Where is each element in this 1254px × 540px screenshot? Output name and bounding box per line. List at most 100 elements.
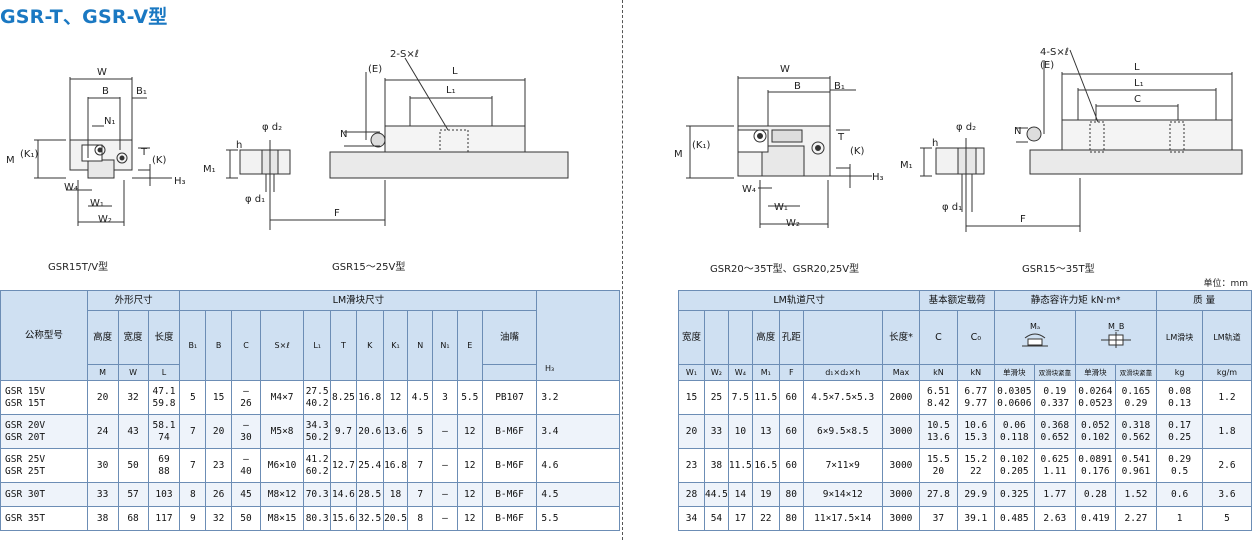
cell-m: 38 [86, 506, 119, 531]
cell-c0: 29.9 [956, 482, 996, 507]
cell-n: 8 [407, 506, 434, 531]
cell-rail: 3.6 [1201, 482, 1253, 507]
header-h3-block [536, 290, 620, 381]
cell-f-value: 60 [785, 425, 797, 437]
cell-c0-value: 29.9 [964, 488, 988, 500]
cell-c0-value: 9.77 [964, 397, 988, 409]
figure-labels: W B B₁ N₁ M (K₁) T (K) H₃ W₄ W₁ W₂ (E) L… [6, 47, 1144, 229]
cell-c0-value: 39.1 [964, 512, 988, 524]
cell-w2-value: 54 [710, 512, 723, 524]
cell-m: 24 [86, 414, 119, 449]
cell-rail: 2.6 [1201, 448, 1253, 483]
cell-d: 9×14×12 [802, 482, 883, 507]
cell-b-value: 26 [212, 488, 225, 500]
label-L1-4: L₁ [1134, 78, 1144, 89]
cell-k-value: 20.6 [358, 425, 382, 437]
cell-mb2-value: 0.318 [1121, 419, 1151, 431]
header-max: Max [881, 364, 921, 381]
moment-b-diagram [1101, 332, 1132, 348]
header-C: C [231, 310, 261, 381]
cell-w1: 23 [678, 448, 705, 483]
cell-f-value: 80 [785, 488, 797, 500]
cell-k: 20.6 [355, 414, 384, 449]
label-W4: W₄ [64, 182, 78, 193]
cell-c-value: 13.6 [926, 431, 950, 443]
block-dimensions-table: 公称型号 外形尺寸 LM滑块尺寸 高度 宽度 长度 B₁ B C S×ℓ L₁ … [0, 290, 620, 531]
cell-w1-value: 28 [685, 488, 698, 500]
cell-f-value: 60 [785, 459, 797, 471]
cell-w: 57 [117, 482, 149, 507]
cell-rail: 1.8 [1201, 414, 1253, 449]
cell-n1-value: 3 [442, 391, 448, 403]
cell-k1: 13.6 [382, 414, 409, 449]
cell-b1-value: 8 [190, 488, 196, 500]
label-F-2: F [334, 208, 340, 219]
cell-ma2-value: 0.368 [1040, 419, 1070, 431]
cell-block: 1 [1156, 506, 1203, 531]
cell-w-value: 57 [127, 488, 139, 500]
cell-f-value: 80 [785, 512, 797, 524]
cell-w1: 28 [678, 482, 705, 507]
label-N1: N₁ [104, 116, 116, 127]
label-E-2: (E) [368, 64, 382, 75]
cell-n-value: 4.5 [411, 391, 429, 403]
cell-sxl: M8×15 [259, 506, 305, 531]
cell-rail-value: 5 [1224, 512, 1230, 524]
header-nipple-sub [481, 364, 538, 381]
header-blank-1 [703, 310, 729, 365]
cell-d: 7×11×9 [802, 448, 883, 483]
label-W1-3: W₁ [774, 202, 788, 213]
cell-c: —40 [231, 448, 261, 483]
label-H3-3: H₃ [872, 172, 884, 183]
cell-k1-value: 12 [389, 391, 402, 403]
cell-m1-value: 22 [760, 512, 772, 524]
cell-max-value: 3000 [889, 459, 913, 471]
cell-c-value: 8.42 [926, 397, 950, 409]
label-W-3: W [780, 64, 790, 75]
cell-l1-value: 60.2 [305, 465, 329, 477]
cell-block-value: 0.5 [1171, 465, 1189, 477]
header-rail: LM轨道尺寸 [677, 290, 921, 311]
label-K1: (K₁) [20, 149, 38, 160]
cell-max: 3000 [881, 482, 921, 507]
header-rail-mass: LM轨道 [1201, 310, 1253, 365]
cell-w-value: 50 [127, 459, 139, 471]
cell-m-value: 20 [96, 391, 109, 403]
cell-l-value: 69 [158, 453, 170, 465]
cell-k1-value: 16.8 [384, 459, 407, 471]
cell-w2: 38 [703, 448, 729, 483]
label-K: (K) [152, 155, 166, 166]
cell-c: —30 [231, 414, 261, 449]
cell-d-value: 6×9.5×8.5 [817, 425, 869, 437]
cell-h3: 4.6 [536, 448, 620, 483]
label-M: M [6, 155, 15, 166]
label-B1: B₁ [136, 86, 147, 97]
cell-w4: 7.5 [727, 380, 753, 415]
header-N1: N₁ [432, 310, 458, 381]
cell-l-value: 74 [158, 431, 170, 443]
cell-h3-value: 4.5 [541, 488, 559, 500]
header-height: 高度 [86, 310, 119, 365]
cell-n1-value: — [442, 459, 448, 471]
cell-model-value: GSR 35T [5, 512, 46, 524]
header-N: N [407, 310, 434, 381]
header-C-load: C [919, 310, 958, 365]
cell-model-value: GSR 15T [5, 397, 46, 409]
cell-l1-value: 70.3 [305, 488, 329, 500]
cell-f-value: 60 [785, 391, 797, 403]
cell-mb2: 1.52 [1114, 482, 1158, 507]
